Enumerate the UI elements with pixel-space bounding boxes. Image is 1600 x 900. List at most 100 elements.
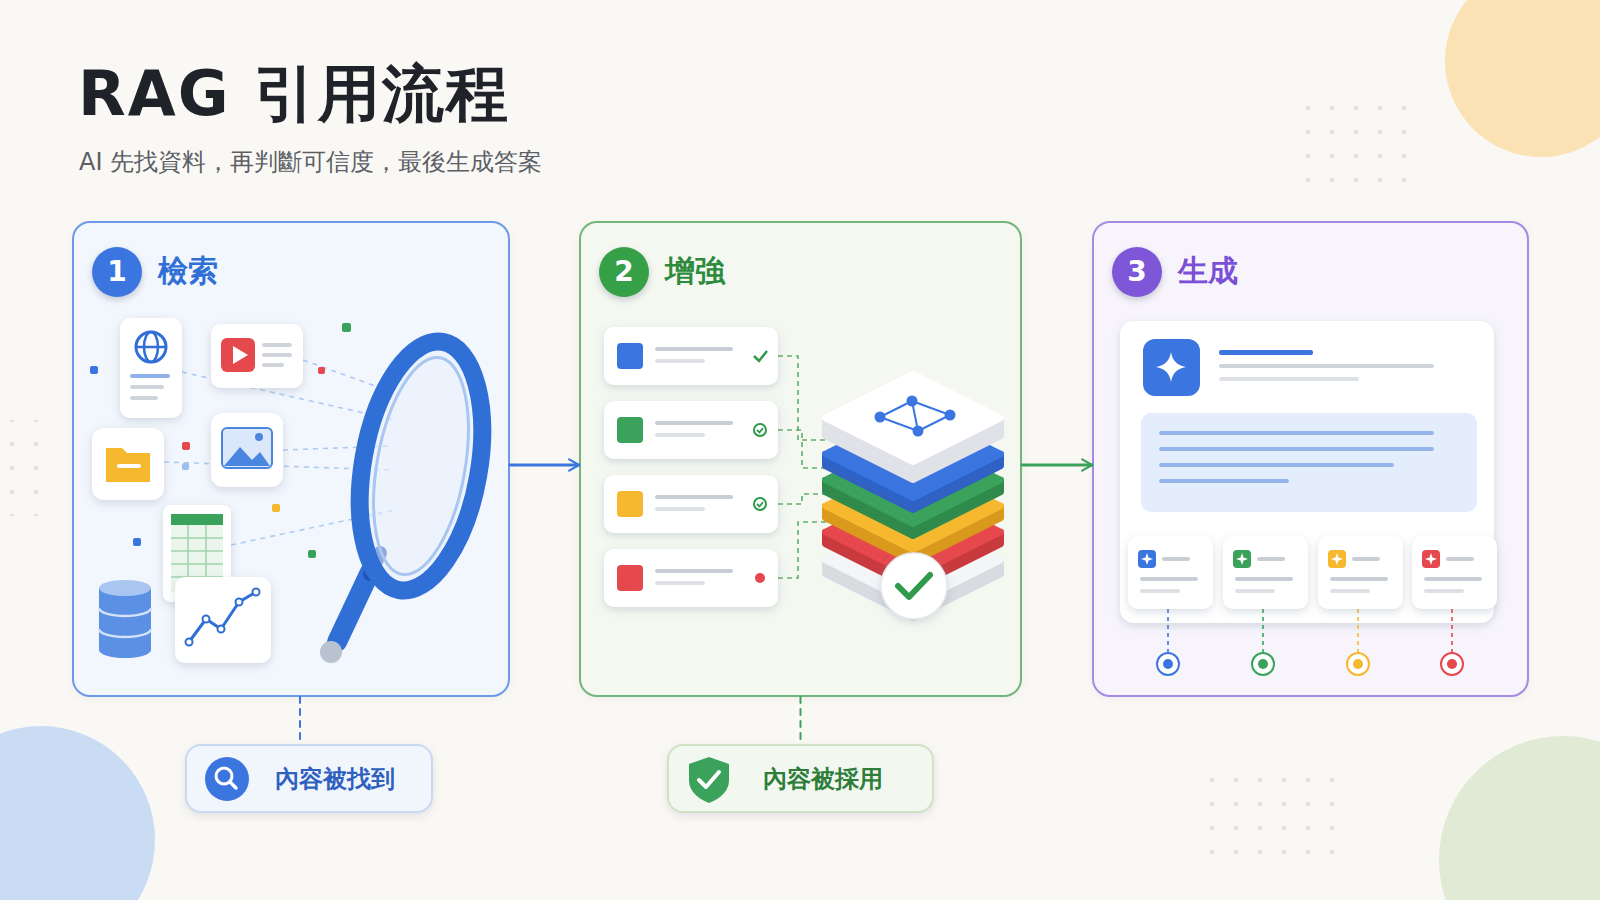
knowledge-stack (825, 488, 1001, 576)
source-card (655, 569, 733, 573)
source-card (755, 573, 765, 583)
citation-dot (1157, 653, 1179, 675)
citation-card (1331, 553, 1343, 565)
citation-dot (1258, 659, 1268, 669)
citation-card (1223, 536, 1308, 609)
web-card (130, 396, 158, 400)
node-label: 生成 (1178, 251, 1238, 291)
citation-card (1162, 557, 1190, 561)
citation-card (1446, 557, 1474, 561)
node-label: 檢索 (158, 251, 218, 291)
folder-card (117, 464, 141, 468)
citation-card (1330, 577, 1388, 581)
network-icon (912, 401, 950, 415)
source-card (604, 549, 778, 607)
citation-card (1425, 553, 1437, 565)
verified-badge (881, 553, 947, 619)
confetti-squares (318, 367, 325, 374)
citation-card (1138, 550, 1156, 568)
answer-card (1159, 431, 1434, 435)
merge-lines (778, 356, 832, 578)
knowledge-stack (825, 516, 1001, 604)
folder-card (106, 448, 150, 482)
spreadsheet-card (171, 514, 223, 525)
dot-grid (1210, 760, 1354, 856)
magnifier (342, 332, 500, 600)
source-card (754, 498, 766, 510)
web-card (130, 374, 170, 378)
step-number-text: 3 (1127, 258, 1146, 286)
confetti-squares (90, 323, 351, 558)
network-icon (912, 401, 918, 431)
source-card (617, 565, 643, 591)
source-card (655, 495, 733, 499)
shield-icon (689, 757, 729, 803)
decor-circles (1439, 736, 1600, 900)
image-card (255, 433, 263, 441)
source-card (655, 359, 705, 363)
knowledge-stack (825, 374, 1001, 462)
knowledge-stack (825, 532, 1001, 588)
knowledge-stack (825, 480, 1001, 536)
web-card (120, 318, 182, 418)
magnifier (370, 553, 380, 574)
citation-card (1328, 550, 1346, 568)
network-icon (946, 411, 955, 420)
answer-card (1143, 339, 1200, 396)
search-rays (303, 360, 392, 392)
flow-connector (1022, 464, 1092, 467)
decor-circles (1445, 0, 1600, 157)
citation-card (1140, 577, 1198, 581)
search-icon (230, 782, 236, 788)
source-card (655, 581, 705, 585)
answer-card (1219, 364, 1434, 368)
dot-grid (10, 420, 58, 516)
citation-card (1352, 557, 1380, 561)
knowledge-stack (825, 454, 1001, 510)
source-card (604, 327, 778, 385)
source-card (754, 424, 766, 436)
verified-badge (881, 553, 947, 619)
spreadsheet-card (171, 525, 223, 592)
search-icon (205, 757, 249, 801)
node-label: 內容被採用 (763, 767, 883, 791)
source-card (754, 351, 767, 361)
chart-card (186, 639, 193, 646)
citation-card (1233, 550, 1251, 568)
answer-card (1219, 350, 1313, 355)
answer-card (1219, 377, 1359, 381)
knowledge-stack (825, 410, 1001, 498)
spreadsheet-card (205, 525, 207, 592)
citation-card (1422, 550, 1440, 568)
knowledge-stack (825, 462, 1001, 550)
source-card (617, 343, 643, 369)
step-number: 1 (92, 247, 142, 297)
citation-card (1140, 589, 1180, 593)
citation-links (1167, 609, 1169, 653)
answer-card (1141, 413, 1477, 512)
citation-links (1262, 609, 1264, 653)
citation-links (1357, 609, 1359, 653)
chart-card (186, 589, 260, 646)
spreadsheet-card (171, 537, 223, 539)
merge-lines (778, 356, 832, 440)
spreadsheet-card (163, 505, 231, 602)
chart-card (253, 589, 260, 596)
citation-links (1451, 609, 1453, 653)
diagram-caption: AI 先找資料，再判斷可信度，最後生成答案 (79, 146, 542, 178)
search-rays (182, 372, 395, 420)
knowledge-stack (825, 560, 1001, 618)
web-card (130, 385, 164, 389)
confetti-squares (182, 442, 190, 450)
confetti-squares (308, 550, 316, 558)
video-card (262, 353, 292, 357)
knowledge-stack (825, 506, 1001, 562)
confetti-squares (342, 323, 351, 332)
source-card (604, 475, 778, 533)
source-card (604, 401, 778, 459)
dot-grid (1300, 100, 1420, 196)
network-icon (914, 427, 923, 436)
search-rays (164, 462, 390, 470)
